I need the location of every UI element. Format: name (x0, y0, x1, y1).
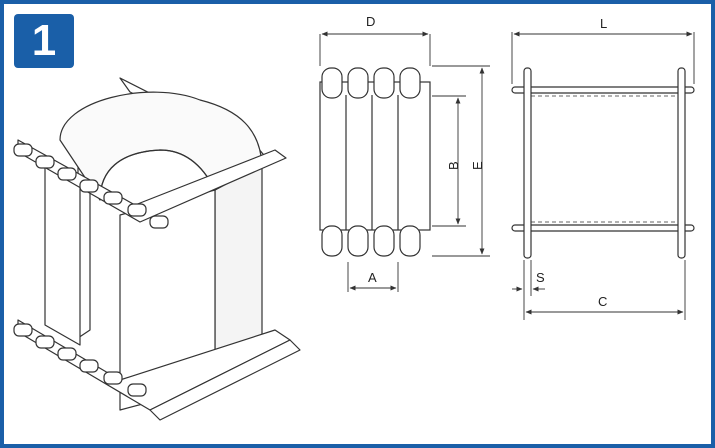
dimension-C (523, 260, 686, 320)
bobbin-isometric-view (13, 77, 301, 421)
bobbin-side-view (511, 31, 695, 320)
label-C: C (598, 294, 607, 309)
label-B: B (446, 161, 461, 170)
label-D: D (366, 14, 375, 29)
front-view-top-fingers (321, 67, 421, 99)
dimension-B (432, 95, 466, 227)
bobbin-front-view (319, 31, 490, 292)
label-E: E (470, 161, 485, 170)
top-pins (13, 143, 169, 229)
label-S: S (536, 270, 545, 285)
dimension-A (347, 262, 399, 292)
dimension-D (319, 31, 431, 66)
label-A: A (368, 270, 377, 285)
dimension-L (511, 31, 695, 84)
dimension-S (512, 260, 545, 296)
front-view-bottom-fingers (321, 225, 421, 257)
dimension-E (432, 65, 490, 257)
figure-number-badge: 1 (14, 14, 74, 68)
bottom-pins (13, 323, 147, 397)
label-L: L (600, 16, 607, 31)
